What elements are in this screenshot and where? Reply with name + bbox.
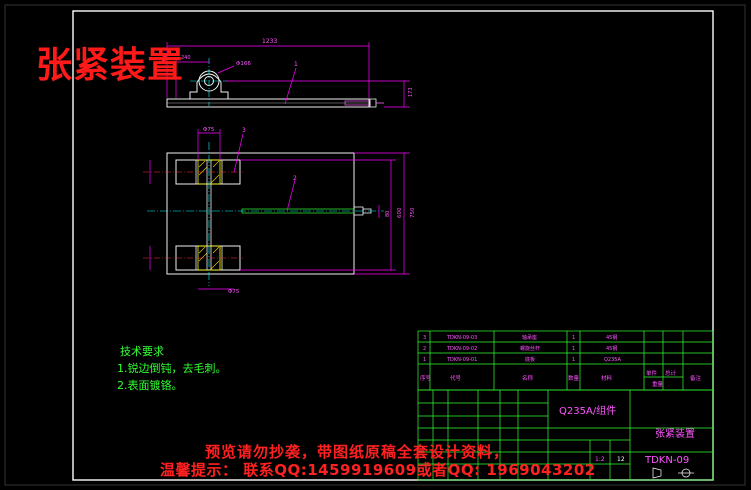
dim-phi166-text: Φ166 xyxy=(236,61,251,67)
sheet-border xyxy=(4,4,746,486)
bom-r1-no: 2 xyxy=(423,346,426,352)
hatch-b1 xyxy=(198,246,206,254)
hatch-b3 xyxy=(210,260,220,270)
bom-r0-qty: 1 xyxy=(572,335,575,341)
dim-1233-text: 1233 xyxy=(262,38,277,45)
bom-header: 序号 代号 名称 数量 材料 单件 总计 重量 备注 xyxy=(420,369,702,388)
title-frame xyxy=(417,389,714,481)
bearing-block-top xyxy=(175,159,241,185)
hatch-t1 xyxy=(198,160,206,168)
bom-r0-name: 轴承座 xyxy=(522,334,537,341)
bom-r1-name: 螺旋丝杆 xyxy=(520,345,540,352)
hdr-weight: 重量 xyxy=(652,380,664,388)
proj-trapezoid xyxy=(652,467,662,479)
hatch-b4 xyxy=(212,246,220,254)
tech-requirement-1: 1.锐边倒钝，去毛刺。 xyxy=(117,362,227,375)
plan-view xyxy=(143,142,384,286)
hdr-no: 序号 xyxy=(420,374,432,382)
bom-rows: 3 TDKN-09-03 轴承座 1 45钢 2 TDKN-09-02 螺旋丝杆… xyxy=(423,334,621,363)
bom-r1-material: 45钢 xyxy=(606,345,617,352)
tb-drawing-name: 张紧装置 xyxy=(655,427,695,440)
hdr-unit-weight: 单件 xyxy=(646,369,658,377)
screw-head-elevation xyxy=(369,98,377,108)
elevation-dimensions xyxy=(166,42,410,108)
hatch-t2 xyxy=(198,166,208,176)
dim-240-text: 240 xyxy=(181,55,191,61)
leader-2-plan xyxy=(286,179,296,212)
drawing-frame xyxy=(72,10,714,481)
hdr-qty: 数量 xyxy=(568,374,580,382)
bom-r2-no: 1 xyxy=(423,357,426,363)
tech-requirements-heading: 技术要求 xyxy=(120,345,164,358)
hdr-code: 代号 xyxy=(450,374,462,382)
callout-2: 2 xyxy=(293,175,297,182)
hdr-remark: 备注 xyxy=(690,374,702,382)
hatch-t3 xyxy=(210,174,220,184)
bom-r1-qty: 1 xyxy=(572,346,575,352)
tb-material: Q235A/组件 xyxy=(559,404,616,417)
leader-phi166 xyxy=(217,65,235,74)
hatch-t4 xyxy=(212,160,220,168)
bom-r2-code: TDKN-09-01 xyxy=(446,357,477,363)
tb-drawing-code: TDKN-09 xyxy=(644,455,689,466)
leader-1-top xyxy=(284,67,297,105)
bom-r0-material: 45钢 xyxy=(606,334,617,341)
tech-requirement-2: 2.表面镀铬。 xyxy=(117,379,183,392)
dim-phi75-top-text: Φ75 xyxy=(203,127,215,133)
bom-r2-material: Q235A xyxy=(604,357,621,363)
dim-750-text: 750 xyxy=(410,207,416,218)
leader-3 xyxy=(233,133,244,173)
drawing-title-watermark: 张紧装置 xyxy=(36,44,185,86)
tb-sheet: 12 xyxy=(617,456,625,463)
callout-1: 1 xyxy=(294,61,298,68)
bom-r1-code: TDKN-09-02 xyxy=(446,346,477,352)
dim-phi75-bot-text: Φ75 xyxy=(228,289,240,295)
title-block xyxy=(417,389,714,481)
tb-scale: 1:2 xyxy=(595,456,605,463)
hdr-material: 材料 xyxy=(601,374,613,382)
notice-line-1: 预览请勿抄袭，带图纸原稿全套设计资料， xyxy=(205,443,510,461)
projection-symbol xyxy=(652,467,694,479)
bom-r0-code: TDKN-09-03 xyxy=(446,335,477,341)
notice-line-2: 温馨提示： 联系QQ:1459919609或者QQ: 1969043202 xyxy=(160,461,596,479)
dim-600-text: 600 xyxy=(397,207,403,218)
plan-dimensions xyxy=(149,129,410,290)
bearing-block-bottom xyxy=(175,245,241,271)
hatch-lines xyxy=(198,160,220,270)
hdr-name: 名称 xyxy=(522,374,534,382)
dim-80-text: 80 xyxy=(385,211,391,217)
bom-r0-no: 3 xyxy=(423,335,426,341)
callout-3: 3 xyxy=(242,127,246,134)
dim-173-text: 173 xyxy=(408,87,414,97)
elevation-view xyxy=(166,58,384,108)
bom-r2-qty: 1 xyxy=(572,357,575,363)
hatch-b2 xyxy=(198,252,208,262)
bom-r2-name: 底板 xyxy=(525,356,535,363)
hdr-total-weight: 总计 xyxy=(665,369,677,377)
base-plate-plan xyxy=(166,152,355,275)
